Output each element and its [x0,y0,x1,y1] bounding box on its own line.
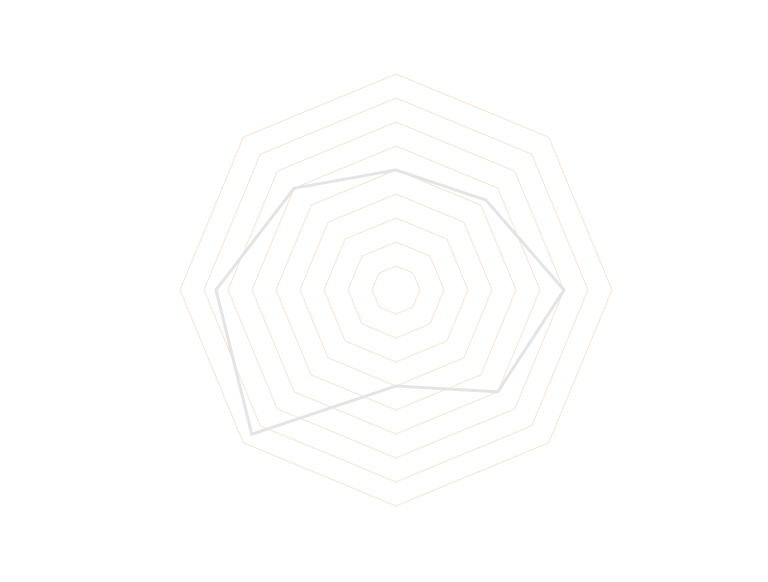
grid-ring-9 [179,73,613,507]
data-point-8 [292,186,296,190]
data-point-3 [562,288,566,292]
data-point-6 [250,432,254,436]
radar-series [214,168,566,436]
grid-ring-6 [251,145,541,435]
data-point-7 [214,288,218,292]
grid-ring-4 [299,193,493,387]
grid-ring-8 [203,97,589,483]
grid-ring-1 [371,265,421,315]
grid-ring-5 [275,169,517,411]
grid-ring-2 [347,241,445,339]
data-point-1 [394,168,398,172]
series-line-1 [214,168,566,436]
radar-grid [179,73,613,507]
grid-ring-7 [227,121,565,459]
data-point-2 [484,198,488,202]
data-point-4 [496,390,500,394]
data-point-5 [394,384,398,388]
grid-ring-3 [323,217,469,363]
